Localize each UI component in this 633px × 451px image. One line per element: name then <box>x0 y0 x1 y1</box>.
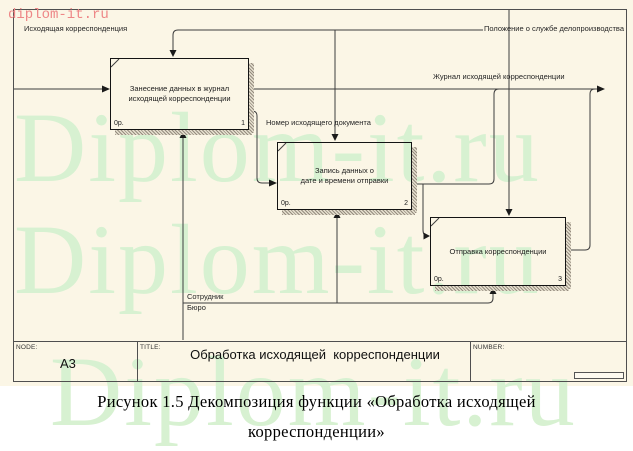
activity-box-3-cost: 0р. <box>434 275 444 283</box>
activity-box-1-label-line1: Занесение данных в журнал <box>129 84 230 94</box>
control-arrow <box>169 10 513 216</box>
control-arrow-label: Положение о службе делопроизводства <box>483 24 624 33</box>
box-corner-marks <box>110 58 440 227</box>
kit-bar-separator <box>137 341 138 382</box>
kit-bar-separator <box>470 341 471 382</box>
box-shadow <box>412 147 417 213</box>
input-arrow-label: Исходящая корреспонденция <box>24 24 128 33</box>
activity-box-2: Запись данных о дате и времени отправки … <box>277 142 417 215</box>
title-cell-label: TITLE: <box>140 344 161 351</box>
output-arrow <box>249 85 605 251</box>
box2-to-box3-arrow <box>422 184 430 240</box>
activity-box-3: Отправка корреспонденции 0р. 3 <box>430 217 571 291</box>
input-arrow <box>13 85 110 93</box>
node-value: A3 <box>60 356 76 371</box>
figure-caption-line2: корреспонденции» <box>248 422 385 441</box>
activity-box-1: Занесение данных в журнал исходящей корр… <box>110 58 254 135</box>
box-shadow <box>249 63 254 133</box>
activity-box-2-number: 2 <box>404 199 408 207</box>
output-arrow-label: Журнал исходящей корреспонденции <box>433 72 565 81</box>
mechanism-bureau-label: Бюро <box>187 303 206 312</box>
doc-number-arrow <box>249 110 277 187</box>
box-shadow <box>115 130 252 135</box>
number-cell-box <box>574 372 624 379</box>
box-shadow <box>282 210 415 215</box>
number-cell-label: NUMBER: <box>473 344 505 351</box>
diagram-title: Обработка исходящей корреспонденции <box>190 347 440 362</box>
box-shadow <box>566 222 571 289</box>
watermark-small: diplom-it.ru <box>8 7 109 23</box>
activity-box-2-label-line2: дате и времени отправки <box>300 176 389 185</box>
page-background <box>0 0 633 386</box>
activity-box-3-label-line1: Отправка корреспонденции <box>449 246 547 256</box>
mechanism-arrows <box>179 131 497 340</box>
activity-box-3-number: 3 <box>558 275 562 283</box>
kit-bar-divider <box>13 341 627 342</box>
watermark-large-row1: Diplom-it.ru <box>14 92 541 203</box>
box-shadow <box>435 286 569 291</box>
activity-box-1-cost: 0р. <box>114 119 124 127</box>
doc-number-arrow-label: Номер исходящего документа <box>266 118 371 127</box>
figure-caption-line1: Рисунок 1.5 Декомпозиция функции «Обрабо… <box>97 392 536 411</box>
activity-box-2-cost: 0р. <box>281 199 291 207</box>
activity-box-2-label-line1: Запись данных о <box>315 166 374 176</box>
activity-box-1-label-line2: исходящей корреспонденции <box>128 94 231 103</box>
diagram-frame <box>13 9 627 382</box>
activity-box-1-number: 1 <box>241 119 245 127</box>
mechanism-employee-label: Сотрудник <box>187 292 224 301</box>
node-cell-label: NODE: <box>16 344 38 351</box>
watermark-large-row2: Diplom-it.ru <box>14 204 541 315</box>
